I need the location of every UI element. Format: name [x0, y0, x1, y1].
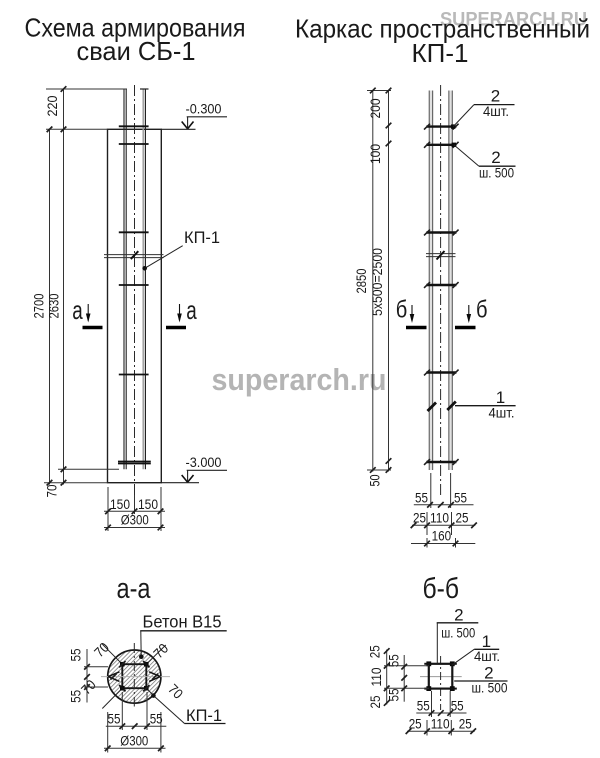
- svg-text:а: а: [72, 295, 83, 325]
- svg-text:2: 2: [454, 605, 463, 624]
- svg-text:Бетон В15: Бетон В15: [143, 612, 222, 632]
- svg-text:55: 55: [451, 699, 464, 714]
- svg-text:55: 55: [415, 490, 428, 505]
- svg-text:-0.300: -0.300: [186, 102, 222, 117]
- svg-text:55: 55: [68, 690, 83, 703]
- svg-text:55: 55: [386, 689, 401, 702]
- svg-text:4шт.: 4шт.: [474, 649, 500, 664]
- svg-text:110: 110: [369, 668, 384, 687]
- svg-text:25: 25: [459, 717, 472, 732]
- svg-text:110: 110: [430, 511, 449, 526]
- svg-text:55: 55: [386, 654, 401, 667]
- svg-text:55: 55: [417, 699, 430, 714]
- svg-text:55: 55: [108, 712, 121, 727]
- svg-text:150: 150: [110, 497, 130, 512]
- svg-text:70: 70: [45, 485, 60, 498]
- svg-text:ш. 500: ш. 500: [479, 166, 514, 181]
- svg-text:Ø300: Ø300: [121, 512, 149, 527]
- svg-text:55: 55: [150, 712, 163, 727]
- svg-text:2: 2: [491, 87, 500, 106]
- svg-text:1: 1: [482, 632, 491, 651]
- svg-text:25: 25: [368, 645, 383, 658]
- svg-text:б: б: [476, 297, 488, 324]
- svg-text:а-а: а-а: [117, 573, 152, 605]
- svg-text:ш. 500: ш. 500: [472, 680, 508, 695]
- svg-text:55: 55: [68, 649, 83, 662]
- svg-text:1: 1: [496, 388, 505, 407]
- svg-text:55: 55: [454, 490, 467, 505]
- svg-text:100: 100: [368, 144, 383, 164]
- svg-text:4шт.: 4шт.: [483, 104, 509, 119]
- svg-text:2: 2: [491, 148, 500, 167]
- svg-text:SUPERARCH.RU: SUPERARCH.RU: [440, 10, 587, 31]
- svg-text:25: 25: [368, 696, 383, 709]
- svg-text:2: 2: [484, 664, 493, 683]
- svg-text:150: 150: [138, 497, 158, 512]
- svg-text:Ø300: Ø300: [120, 733, 148, 748]
- svg-text:КП-1: КП-1: [184, 228, 220, 247]
- svg-text:Каркас пространственный: Каркас пространственный: [295, 14, 590, 44]
- svg-text:200: 200: [368, 99, 383, 119]
- svg-text:2630: 2630: [47, 294, 62, 319]
- svg-text:4шт.: 4шт.: [489, 406, 515, 421]
- svg-text:ш. 500: ш. 500: [441, 625, 475, 640]
- svg-text:25: 25: [413, 511, 426, 526]
- svg-text:Схема армирования: Схема армирования: [25, 13, 246, 43]
- svg-text:25: 25: [456, 511, 469, 526]
- svg-text:220: 220: [45, 96, 60, 117]
- svg-text:-3.000: -3.000: [186, 455, 222, 470]
- svg-text:2850: 2850: [354, 269, 369, 294]
- svg-text:КП-1: КП-1: [186, 706, 222, 725]
- svg-text:сваи СБ-1: сваи СБ-1: [77, 36, 196, 66]
- svg-text:110: 110: [431, 717, 450, 732]
- svg-text:2700: 2700: [32, 294, 47, 319]
- svg-text:а: а: [186, 295, 197, 325]
- svg-text:б-б: б-б: [423, 573, 460, 605]
- svg-text:5х500=2500: 5х500=2500: [370, 248, 385, 316]
- svg-text:КП-1: КП-1: [412, 38, 469, 68]
- svg-text:б: б: [396, 297, 408, 324]
- svg-text:160: 160: [432, 529, 452, 544]
- svg-text:25: 25: [409, 717, 422, 732]
- svg-text:superarch.ru: superarch.ru: [212, 362, 387, 397]
- svg-text:50: 50: [368, 475, 383, 487]
